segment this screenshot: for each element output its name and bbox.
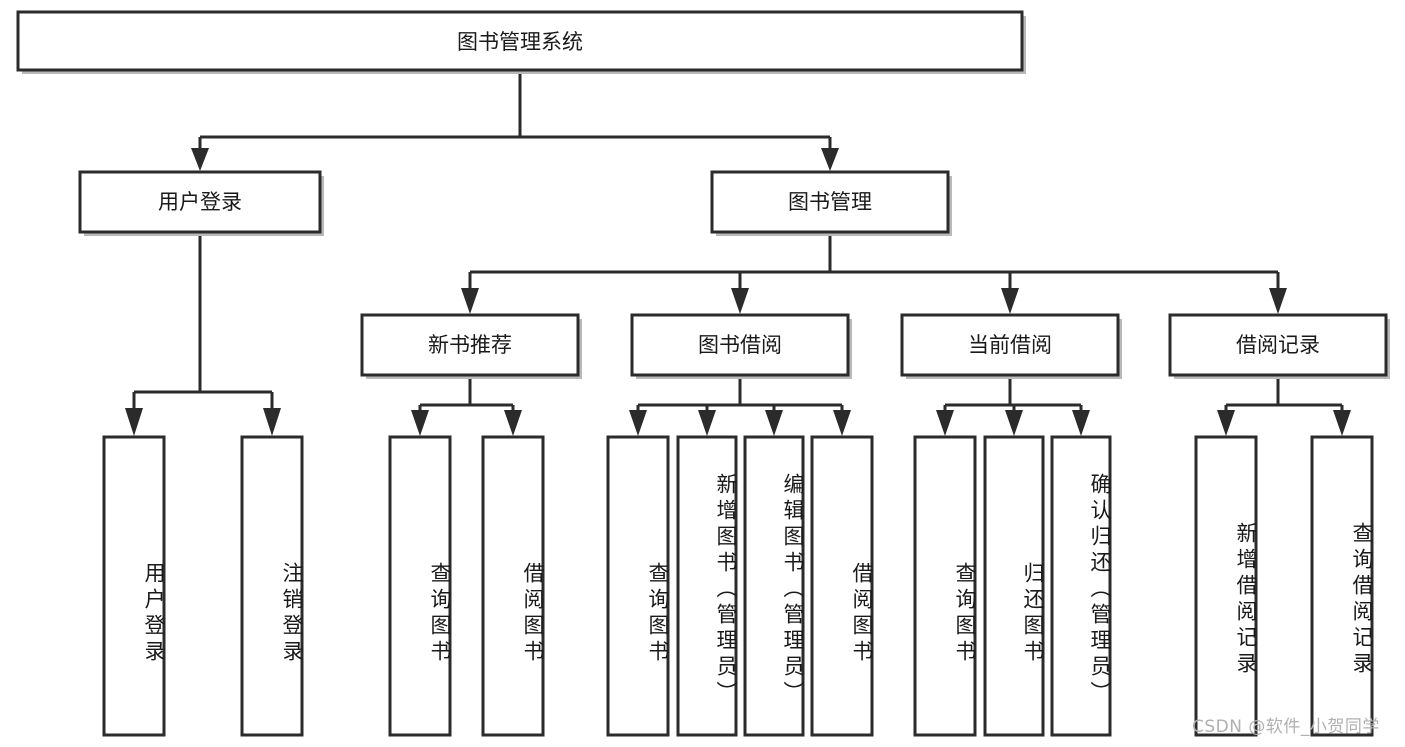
node-user-login[interactable] <box>78 170 322 234</box>
node-label-borrow-record: 借阅记录 <box>1236 333 1320 357</box>
csdn-watermark: CSDN @软件_小贺同学 <box>1192 717 1380 737</box>
node-layer: 图书管理系统 用户登录 图书管理 新书推荐 图书借阅 当前借阅 <box>16 10 1390 737</box>
node-label-book-management: 图书管理 <box>788 190 872 214</box>
arrow-icon-borrow-book-1 <box>504 410 522 436</box>
node-new-book-recommend[interactable] <box>360 313 580 377</box>
arrow-icon-query-book-2 <box>629 410 647 436</box>
arrow-icon-user-login <box>191 148 209 171</box>
node-confirm-return-admin[interactable] <box>1050 435 1112 737</box>
node-query-book-2[interactable] <box>606 435 670 737</box>
arrow-icon-query-borrow-record <box>1333 410 1351 436</box>
node-label-new-book-recommend: 新书推荐 <box>428 333 512 357</box>
node-edit-book-admin[interactable] <box>743 435 805 737</box>
node-borrow-book-1[interactable] <box>481 435 545 737</box>
arrow-icon-return-book <box>1005 410 1023 436</box>
node-book-borrow[interactable] <box>630 313 850 377</box>
arrow-icon-confirm-return-admin <box>1072 410 1090 436</box>
arrow-icon-user-logout <box>263 408 281 436</box>
node-user-logout[interactable] <box>240 435 304 737</box>
arrow-icon-book-borrow <box>731 288 749 314</box>
node-add-book-admin[interactable] <box>676 435 738 737</box>
node-borrow-record[interactable] <box>1168 313 1388 377</box>
node-user-login-do[interactable] <box>102 435 166 737</box>
node-label-current-borrow: 当前借阅 <box>968 333 1052 357</box>
node-query-book-3[interactable] <box>913 435 977 737</box>
connector-layer <box>125 70 1351 436</box>
node-current-borrow[interactable] <box>900 313 1120 377</box>
node-root[interactable] <box>16 10 1024 72</box>
node-return-book[interactable] <box>983 435 1045 737</box>
arrow-icon-book-management <box>821 148 839 171</box>
node-query-borrow-record[interactable] <box>1310 435 1374 737</box>
arrow-icon-edit-book-admin <box>765 410 783 436</box>
node-book-management[interactable] <box>710 170 950 234</box>
arrow-icon-query-book-1 <box>411 410 429 436</box>
arrow-icon-borrow-record <box>1269 288 1287 314</box>
arrow-icon-borrow-book-2 <box>833 410 851 436</box>
arrow-icon-add-borrow-record <box>1217 410 1235 436</box>
arrow-icon-current-borrow <box>1001 288 1019 314</box>
node-label-user-login: 用户登录 <box>158 190 242 214</box>
arrow-icon-add-book-admin <box>698 410 716 436</box>
node-add-borrow-record[interactable] <box>1194 435 1258 737</box>
arrow-icon-new-book-recommend <box>461 288 479 314</box>
node-borrow-book-2[interactable] <box>810 435 874 737</box>
node-label-book-borrow: 图书借阅 <box>698 333 782 357</box>
node-label-root: 图书管理系统 <box>457 30 583 54</box>
arrow-icon-user-login-do <box>125 408 143 436</box>
arrow-icon-query-book-3 <box>936 410 954 436</box>
node-query-book-1[interactable] <box>388 435 452 737</box>
